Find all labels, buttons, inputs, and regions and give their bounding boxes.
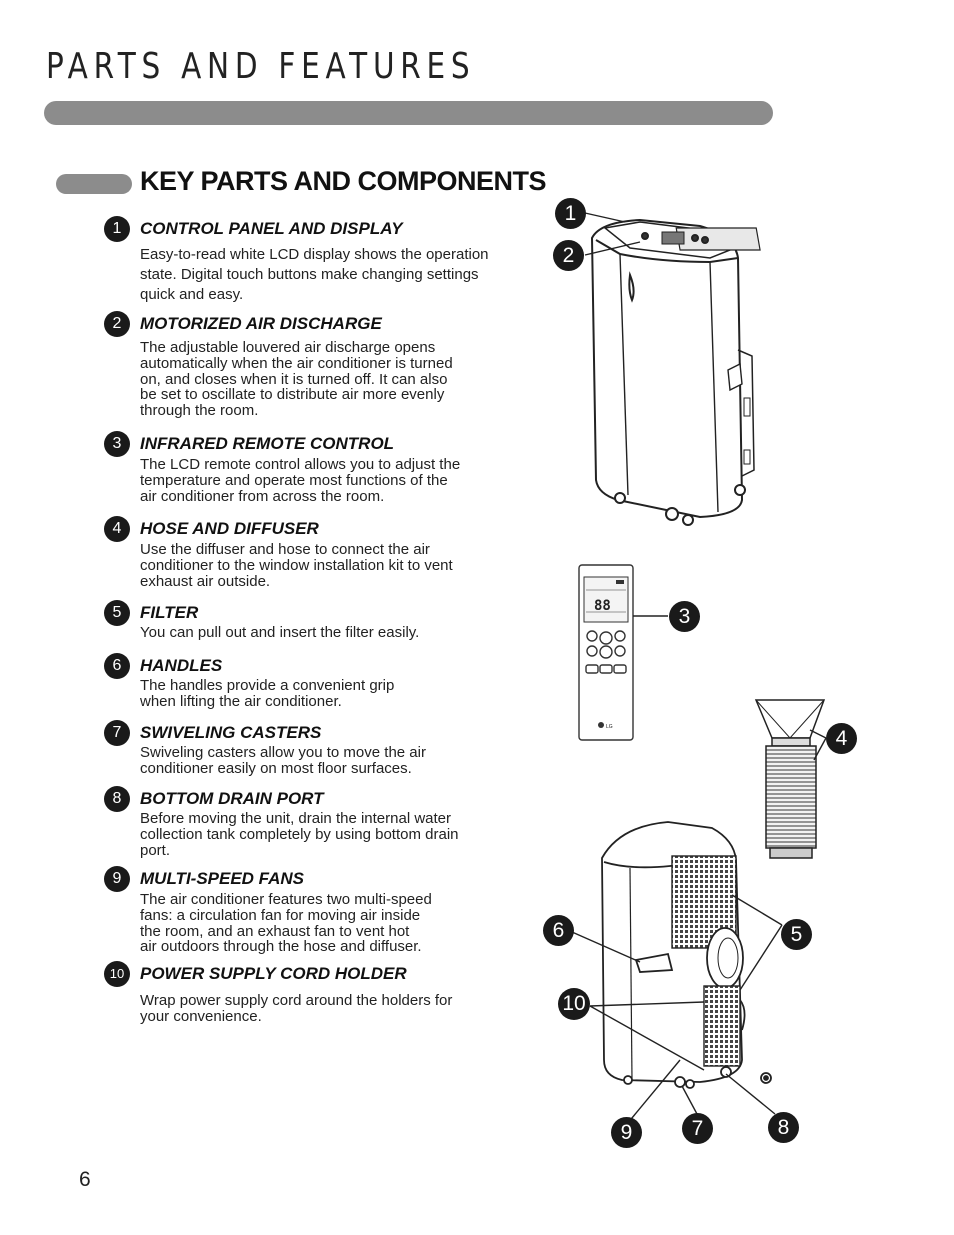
item-desc: The handles provide a convenient grip wh…: [140, 677, 395, 710]
item-title: MULTI-SPEED FANS: [140, 869, 305, 888]
item-number: 3: [104, 431, 130, 457]
air-conditioner-rear-illustration: [601, 821, 772, 1089]
remote-control-illustration: [578, 564, 634, 741]
section-pill: [56, 174, 132, 194]
item-desc: Wrap power supply cord around the holder…: [140, 992, 453, 1025]
item-title: HOSE AND DIFFUSER: [140, 519, 319, 538]
item-number: 1: [104, 216, 130, 242]
item-number: 10: [104, 961, 130, 987]
item-title: MOTORIZED AIR DISCHARGE: [140, 314, 382, 333]
page-title: PARTS AND FEATURES: [46, 46, 476, 87]
title-bar: [44, 101, 773, 125]
item-title: HANDLES: [140, 656, 223, 675]
section-title: KEY PARTS AND COMPONENTS: [140, 166, 547, 196]
callout-8: 8: [768, 1112, 799, 1143]
callout-7: 7: [682, 1113, 713, 1144]
item-number: 9: [104, 866, 130, 892]
page-number: 6: [79, 1168, 91, 1191]
callout-1: 1: [555, 198, 586, 229]
callout-9: 9: [611, 1117, 642, 1148]
item-desc: You can pull out and insert the filter e…: [140, 624, 420, 641]
item-number: 7: [104, 720, 130, 746]
callout-3: 3: [669, 601, 700, 632]
item-title: POWER SUPPLY CORD HOLDER: [140, 964, 407, 983]
item-title: BOTTOM DRAIN PORT: [140, 789, 324, 808]
callout-4: 4: [826, 723, 857, 754]
callout-2: 2: [553, 240, 584, 271]
item-title: CONTROL PANEL AND DISPLAY: [140, 219, 403, 238]
item-number: 6: [104, 653, 130, 679]
item-desc: Use the diffuser and hose to connect the…: [140, 541, 453, 590]
item-desc: Swiveling casters allow you to move the …: [140, 744, 426, 777]
item-number: 4: [104, 516, 130, 542]
callout-5: 5: [781, 919, 812, 950]
item-desc: Easy-to-read white LCD display shows the…: [140, 246, 489, 303]
item-desc: The adjustable louvered air discharge op…: [140, 339, 453, 420]
item-desc: Before moving the unit, drain the intern…: [140, 810, 459, 859]
item-desc: The LCD remote control allows you to adj…: [140, 456, 461, 505]
callout-6: 6: [543, 915, 574, 946]
callout-10: 10: [558, 988, 590, 1020]
item-number: 5: [104, 600, 130, 626]
remote-brand-logo: LG: [606, 724, 613, 730]
air-conditioner-front-illustration: [590, 218, 761, 526]
item-number: 8: [104, 786, 130, 812]
item-desc: The air conditioner features two multi-s…: [140, 891, 432, 956]
hose-diffuser-illustration: [754, 699, 826, 859]
item-title: FILTER: [140, 603, 199, 622]
item-title: SWIVELING CASTERS: [140, 723, 322, 742]
item-number: 2: [104, 311, 130, 337]
leader-lines: [571, 212, 827, 1125]
item-title: INFRARED REMOTE CONTROL: [140, 434, 395, 453]
remote-display-text: 88: [594, 598, 611, 614]
